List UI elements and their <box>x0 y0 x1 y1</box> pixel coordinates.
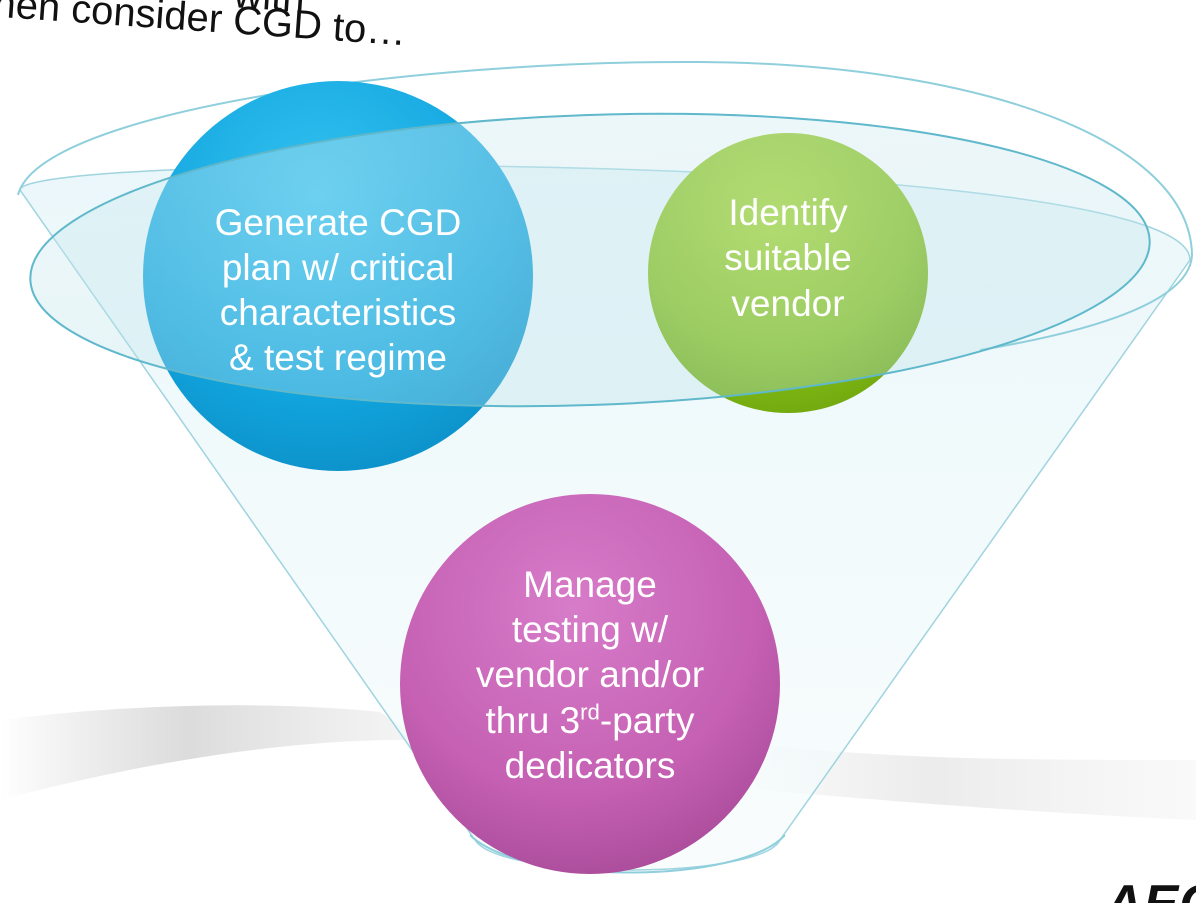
floor-shadow <box>0 705 420 800</box>
manage-line-4-suffix: -party <box>599 699 695 741</box>
manage-line-2: testing w/ <box>511 609 669 651</box>
circle-manage <box>400 494 780 874</box>
manage-line-5: dedicators <box>504 744 676 786</box>
identify-line-1: Identify <box>728 192 848 234</box>
floor-shadow-right <box>720 740 1196 820</box>
identify-line-3: vendor <box>731 282 845 324</box>
circle-generate-label: Generate CGD plan w/ critical characteri… <box>163 170 513 410</box>
circle-identify-label: Identify suitable vendor <box>688 168 888 348</box>
manage-line-4: thru 3rd-party <box>486 700 695 741</box>
manage-line-3: vendor and/or <box>475 654 705 696</box>
manage-line-4-sup: rd <box>580 699 600 725</box>
funnel-tip <box>469 834 786 874</box>
generate-line-4: & test regime <box>229 337 447 379</box>
funnel-outer-rim <box>17 60 1194 351</box>
aecom-logo: AECOM <box>1105 874 1196 903</box>
heading-text: then consider CGD to… <box>0 0 408 55</box>
manage-line-1: Manage <box>523 564 657 606</box>
manage-line-4-prefix: thru 3 <box>485 699 581 741</box>
funnel-inner-rim <box>29 112 1151 408</box>
identify-line-2: suitable <box>724 237 852 279</box>
generate-line-1: Generate CGD <box>214 201 462 243</box>
circle-manage-label: Manage testing w/ vendor and/or thru 3rd… <box>440 525 740 825</box>
generate-line-2: plan w/ critical <box>221 246 455 288</box>
generate-line-3: characteristics <box>219 292 457 333</box>
